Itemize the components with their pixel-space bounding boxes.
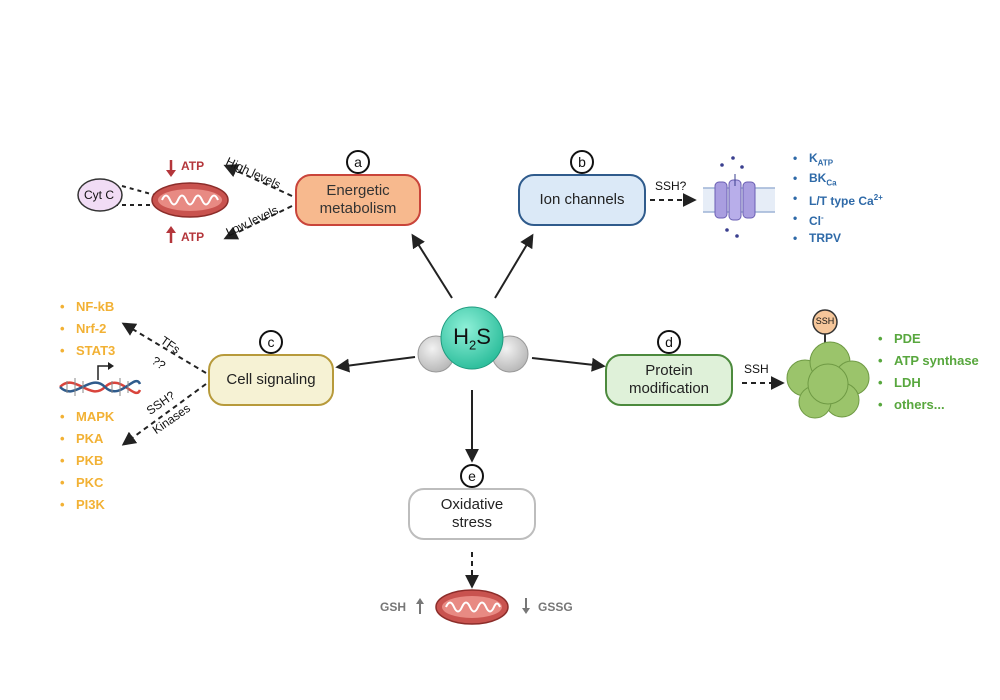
transcription-factor-list: NF-kB Nrf-2 STAT3 bbox=[60, 296, 115, 362]
letter-e-text: e bbox=[468, 468, 476, 484]
h2s-label-end: S bbox=[476, 324, 491, 349]
tf-item: Nrf-2 bbox=[60, 318, 115, 340]
letter-a-text: a bbox=[354, 154, 362, 170]
protein-ssh-tag: SSH bbox=[815, 316, 835, 326]
ion-item: TRPV bbox=[793, 228, 883, 248]
atp-top-label: ATP bbox=[181, 159, 205, 173]
ion-ssh-label: SSH? bbox=[655, 179, 687, 193]
protein-item: PDE bbox=[878, 328, 979, 350]
mitochondrion-icon bbox=[151, 182, 229, 218]
tf-item: NF-kB bbox=[60, 296, 115, 318]
ion-item-sub: ATP bbox=[817, 158, 834, 168]
kinase-list: MAPK PKA PKB PKC PI3K bbox=[60, 406, 114, 516]
h2s-label-main: H bbox=[453, 324, 469, 349]
oxidative-mitochondrion-icon bbox=[435, 589, 509, 625]
kinase-item: MAPK bbox=[60, 406, 114, 428]
atp-down-arrowhead-icon bbox=[166, 170, 176, 177]
label-d: d bbox=[657, 330, 681, 354]
protein-modification-box: Protein modification bbox=[605, 354, 733, 406]
ion-channels-label: Ion channels bbox=[539, 191, 625, 208]
dashed-arrow-high-levels bbox=[223, 164, 293, 197]
protein-icon bbox=[786, 309, 870, 419]
letter-d-text: d bbox=[665, 334, 673, 350]
ion-item: KATP bbox=[793, 148, 883, 168]
ion-item-main: K bbox=[809, 151, 818, 165]
ion-channel-list: KATP BKCa L/T type Ca2+ Cl- TRPV bbox=[793, 148, 883, 248]
kinase-item: PI3K bbox=[60, 494, 114, 516]
h2s-molecule bbox=[417, 306, 529, 373]
h2s-label-sub: 2 bbox=[468, 337, 477, 353]
ion-channels-box: Ion channels bbox=[518, 174, 646, 226]
ion-item: L/T type Ca2+ bbox=[793, 188, 883, 208]
ion-item-main: TRPV bbox=[809, 231, 842, 245]
arrow-to-ion-channels bbox=[494, 233, 534, 299]
ion-item-main: BK bbox=[809, 171, 827, 185]
ion-item-sup: - bbox=[821, 213, 824, 222]
sulfur-atom bbox=[440, 306, 504, 370]
energetic-metabolism-label: Energetic metabolism bbox=[319, 182, 397, 217]
ion-item-sup: 2+ bbox=[873, 193, 883, 202]
cyt-c-bubble bbox=[77, 178, 123, 212]
arrow-to-cell-signaling bbox=[335, 356, 416, 373]
protein-item: LDH bbox=[878, 372, 979, 394]
gssg-label: GSSG bbox=[538, 600, 573, 614]
protein-ssh-label: SSH bbox=[744, 362, 769, 376]
ion-item-sub: Ca bbox=[826, 178, 837, 188]
dashed-arrow-low-levels bbox=[223, 205, 293, 240]
oxidative-stress-label: Oxidative stress bbox=[440, 496, 504, 531]
kinase-item: PKB bbox=[60, 450, 114, 472]
ion-item: Cl- bbox=[793, 208, 883, 228]
protein-target-list: PDE ATP synthase LDH others... bbox=[878, 328, 979, 416]
arrow-to-energetic bbox=[411, 233, 453, 299]
gssg-down-arrow-icon bbox=[522, 598, 530, 614]
protein-modification-label: Protein modification bbox=[628, 362, 710, 397]
arrow-to-protein-modification bbox=[531, 357, 606, 372]
label-b: b bbox=[570, 150, 594, 174]
kinase-item: PKA bbox=[60, 428, 114, 450]
energetic-metabolism-box: Energetic metabolism bbox=[295, 174, 421, 226]
h2s-label: H2S bbox=[442, 324, 502, 352]
ion-item-main: L/T type Ca bbox=[809, 194, 874, 208]
tf-item: STAT3 bbox=[60, 340, 115, 362]
gsh-label: GSH bbox=[380, 600, 407, 614]
label-e: e bbox=[460, 464, 484, 488]
ion-item-main: Cl bbox=[809, 214, 821, 228]
gsh-up-arrow-icon bbox=[416, 598, 424, 614]
letter-b-text: b bbox=[578, 154, 586, 170]
protein-item: others... bbox=[878, 394, 979, 416]
cell-signaling-label: Cell signaling bbox=[226, 371, 316, 388]
oxidative-stress-box: Oxidative stress bbox=[408, 488, 536, 540]
dna-icon bbox=[59, 362, 142, 396]
cell-signaling-box: Cell signaling bbox=[208, 354, 334, 406]
dashed-arrow-tfs bbox=[121, 322, 207, 374]
ion-item: BKCa bbox=[793, 168, 883, 188]
atp-up-arrowhead-icon bbox=[166, 226, 176, 233]
kinase-item: PKC bbox=[60, 472, 114, 494]
label-c: c bbox=[259, 330, 283, 354]
cyt-c-label: Cyt C bbox=[84, 188, 114, 202]
dashed-arrow-kinases bbox=[121, 383, 207, 446]
atp-bottom-label: ATP bbox=[181, 230, 205, 244]
letter-c-text: c bbox=[267, 334, 275, 350]
protein-item: ATP synthase bbox=[878, 350, 979, 372]
ion-channel-icon bbox=[703, 156, 775, 238]
label-a: a bbox=[346, 150, 370, 174]
